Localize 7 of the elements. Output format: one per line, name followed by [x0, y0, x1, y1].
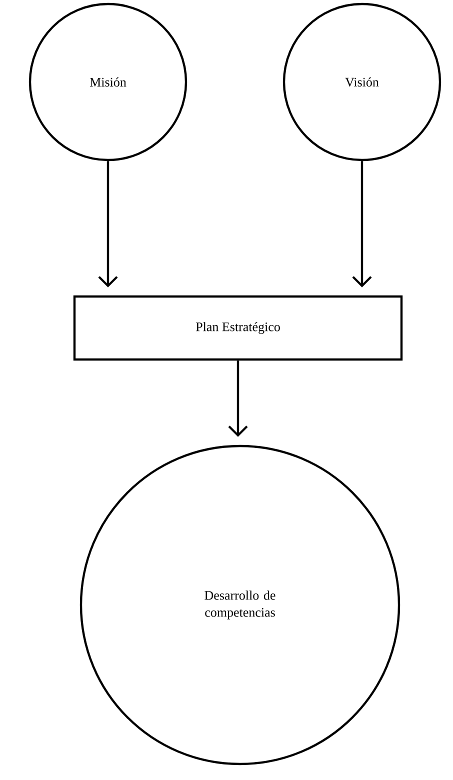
- circle-node: Desarrollo de competencias: [80, 444, 400, 766]
- arrow: [98, 161, 118, 288]
- arrow: [228, 360, 248, 437]
- circle-node: Visión: [282, 2, 442, 162]
- circle-node: Misión: [28, 2, 188, 162]
- arrow: [352, 161, 372, 288]
- process-box: Plan Estratégico: [73, 295, 403, 361]
